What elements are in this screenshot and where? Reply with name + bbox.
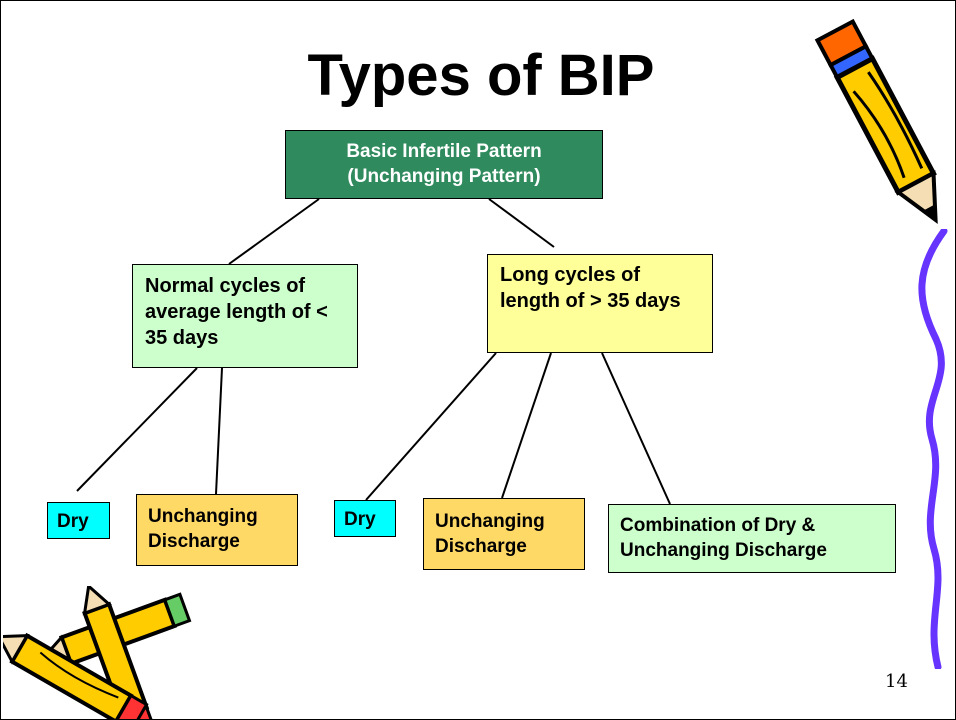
combination-node: Combination of Dry & Unchanging Discharg…: [608, 504, 896, 573]
connector-long-unchanging: [501, 352, 552, 499]
connector-root-long: [488, 198, 555, 248]
wavy-line: [918, 229, 948, 669]
connector-normal-dry: [76, 367, 198, 492]
normal-unchanging-discharge-node: Unchanging Discharge: [136, 494, 298, 566]
connector-root-normal: [228, 198, 320, 265]
connector-normal-unchanging: [215, 367, 223, 495]
slide-title: Types of BIP: [307, 43, 655, 108]
crossed-pencils-icon: [3, 586, 192, 719]
long-cycles-node: Long cycles of length of > 35 days: [487, 254, 713, 353]
connector-long-dry: [365, 352, 497, 501]
root-node-line1: Basic Infertile Pattern: [346, 140, 542, 162]
page-number: 14: [885, 671, 908, 692]
root-node-line2: (Unchanging Pattern): [347, 165, 541, 187]
long-dry-node: Dry: [334, 500, 396, 537]
pencil-icon: [814, 18, 938, 224]
normal-cycles-node: Normal cycles of average length of < 35 …: [132, 264, 358, 368]
normal-dry-node: Dry: [47, 502, 110, 539]
root-node: Basic Infertile Pattern (Unchanging Patt…: [285, 130, 603, 199]
connector-long-combination: [601, 352, 671, 505]
long-unchanging-discharge-node: Unchanging Discharge: [423, 498, 585, 570]
